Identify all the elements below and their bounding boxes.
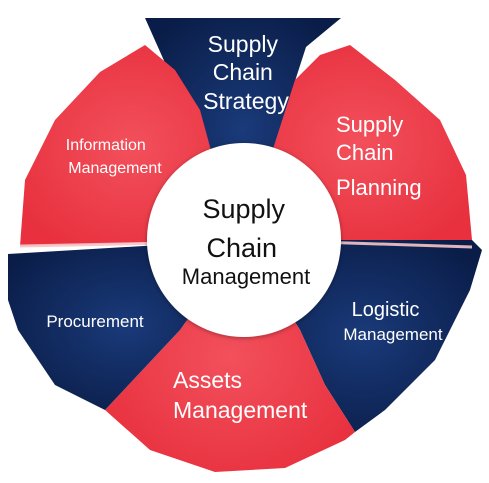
segment-label-assets-management: Assets Management bbox=[173, 367, 308, 423]
segment-label-supply-chain-strategy: Supply Chain Strategy bbox=[203, 31, 289, 114]
segment-label-supply-chain-planning: Supply Chain Planning bbox=[336, 112, 422, 200]
segment-label-procurement: Procurement bbox=[46, 312, 144, 331]
divider-left bbox=[19, 241, 171, 248]
segment-supply-chain-strategy[interactable] bbox=[145, 18, 341, 240]
center-title: Supply Chain Management bbox=[182, 194, 310, 289]
center-circle[interactable] bbox=[147, 143, 341, 337]
segment-label-logistic-management: Logistic Management bbox=[343, 299, 443, 344]
segment-label-information-management: Information Management bbox=[66, 137, 163, 177]
segment-dividers bbox=[19, 240, 473, 249]
divider-right bbox=[317, 240, 473, 249]
segment-labels: Supply Chain Strategy Supply Chain Plann… bbox=[46, 31, 443, 423]
segment-assets-management[interactable] bbox=[105, 240, 355, 472]
